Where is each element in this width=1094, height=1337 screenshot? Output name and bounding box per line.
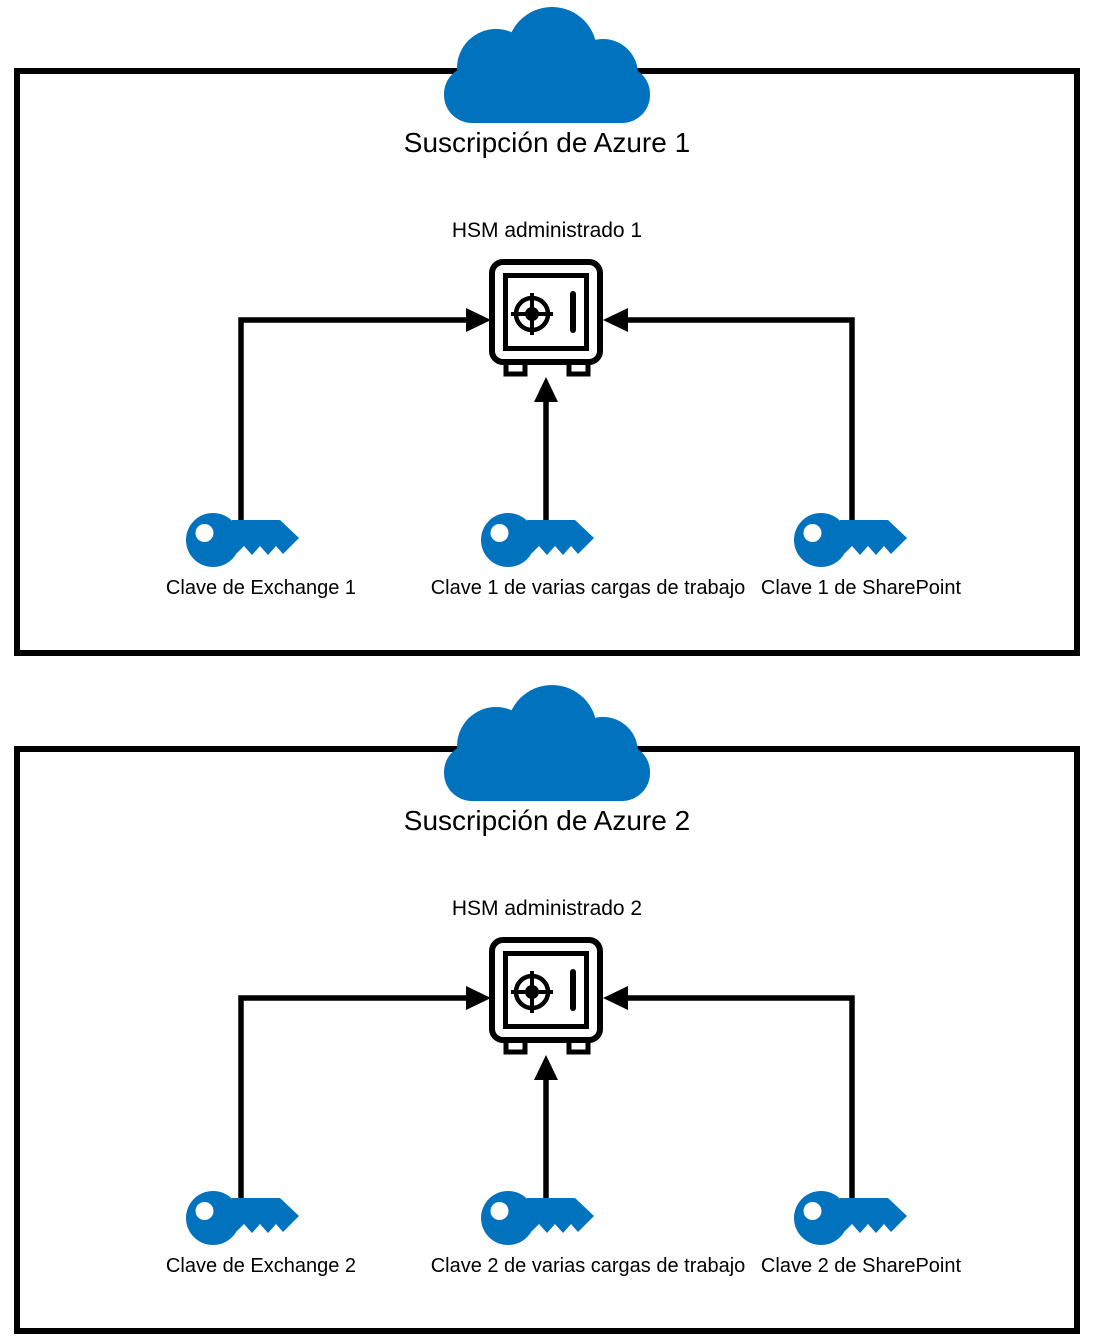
key-icon bbox=[186, 513, 299, 567]
azure-subscription-2-section: Suscripción de Azure 2 HSM administrado … bbox=[0, 678, 1094, 1337]
arrow-up-icon bbox=[534, 1055, 558, 1080]
key-icon bbox=[481, 1191, 594, 1245]
key-label-exchange-1: Clave de Exchange 1 bbox=[165, 577, 357, 599]
arrow-left-icon bbox=[603, 308, 628, 332]
arrow-left-icon bbox=[603, 986, 628, 1010]
hsm-safe-icon bbox=[489, 937, 603, 1055]
subscription-2-title: Suscripción de Azure 2 bbox=[403, 805, 691, 836]
key-icon bbox=[481, 513, 594, 567]
key-label-exchange-2: Clave de Exchange 2 bbox=[165, 1255, 357, 1277]
key-icon bbox=[794, 513, 907, 567]
hsm-1-label: HSM administrado 1 bbox=[451, 219, 643, 242]
key-label-sharepoint-2: Clave 2 de SharePoint bbox=[760, 1255, 962, 1277]
connector-arrows bbox=[238, 986, 855, 1212]
key-label-multiworkload-1: Clave 1 de varias cargas de trabajo bbox=[430, 577, 746, 599]
azure-subscription-1-section: Suscripción de Azure 1 HSM administrado … bbox=[14, 7, 1080, 656]
cloud-icon bbox=[444, 7, 650, 123]
key-icon bbox=[794, 1191, 907, 1245]
subscription-1-title: Suscripción de Azure 1 bbox=[403, 127, 691, 158]
key-label-sharepoint-1: Clave 1 de SharePoint bbox=[760, 577, 962, 599]
hsm-2-label: HSM administrado 2 bbox=[451, 897, 643, 920]
arrow-right-icon bbox=[466, 308, 491, 332]
cloud-icon bbox=[444, 685, 650, 801]
arrow-right-icon bbox=[466, 986, 491, 1010]
connector-arrows bbox=[238, 308, 855, 534]
key-icon bbox=[186, 1191, 299, 1245]
arrow-up-icon bbox=[534, 377, 558, 402]
hsm-safe-icon bbox=[489, 259, 603, 377]
key-label-multiworkload-2: Clave 2 de varias cargas de trabajo bbox=[430, 1255, 746, 1277]
